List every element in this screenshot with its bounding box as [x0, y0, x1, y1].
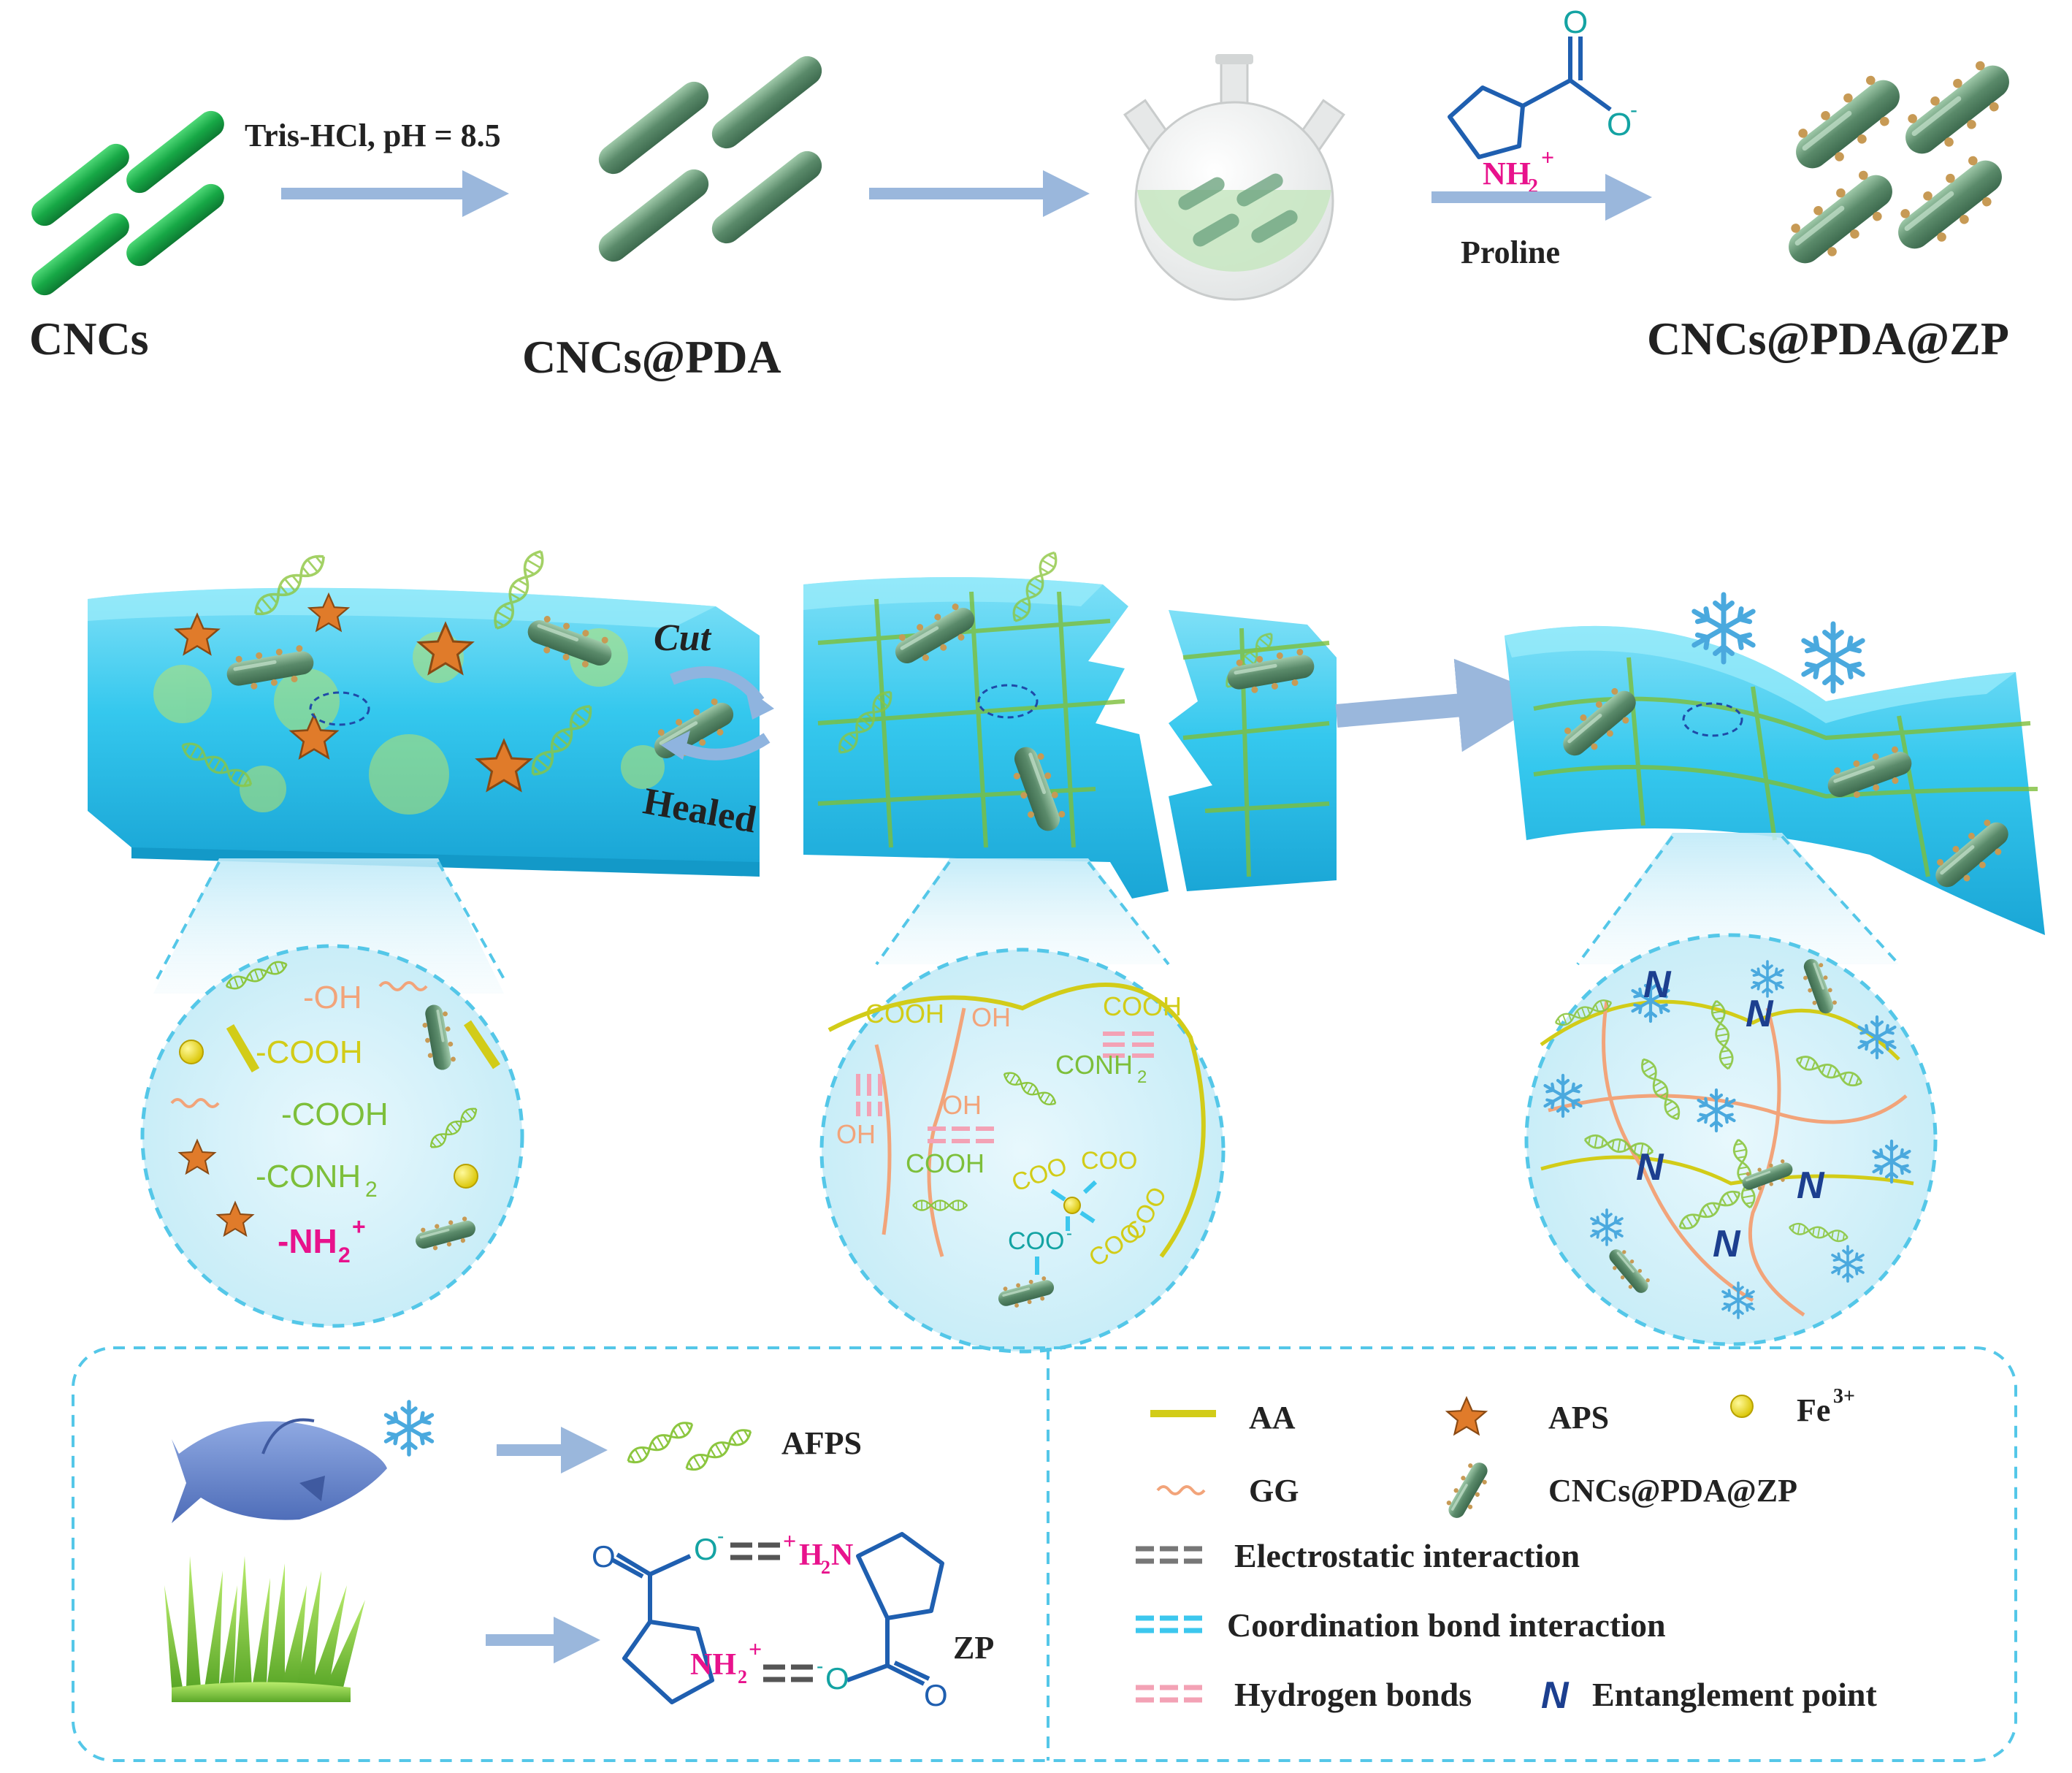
c2-minus: - [1066, 1224, 1072, 1243]
zoom-cone-1 [153, 858, 504, 994]
c2-coo-e: COO [1008, 1227, 1064, 1255]
arrow-antifreeze [1335, 658, 1551, 752]
zp-o4: O [924, 1678, 948, 1712]
cycle-arrowhead-left [661, 731, 690, 760]
cncs-pda-label: CNCs@PDA [522, 331, 781, 383]
c1-nh2: -NH [278, 1222, 337, 1260]
c2-oh2: OH [942, 1090, 982, 1120]
proline-o-minus: O [1607, 107, 1632, 142]
legend-aps-swatch [1446, 1397, 1487, 1435]
cncs-label: CNCs [29, 313, 149, 365]
legend-fe-swatch [1730, 1395, 1754, 1418]
three-neck-flask [1123, 54, 1345, 301]
cncs-pda-zp-label: CNCs@PDA@ZP [1647, 313, 2009, 365]
legend-cnc-swatch [1442, 1457, 1494, 1523]
legend-box [72, 1346, 2017, 1762]
c2-coo-b: COO [1081, 1147, 1137, 1175]
c2-cooh2: COOH [1103, 991, 1182, 1021]
c2-oh1: OH [971, 1002, 1011, 1032]
proline-o-top: O [1563, 4, 1588, 40]
legend-zp: ZP [953, 1630, 994, 1666]
c3-entangle-3: N [1636, 1146, 1664, 1189]
c1-cooh-yellow: -COOH [256, 1034, 363, 1070]
cycle-arrowhead-right [745, 687, 774, 720]
legend-hydrogen: Hydrogen bonds [1234, 1676, 1472, 1713]
legend-gg: GG [1249, 1473, 1299, 1509]
afps-icon [624, 1417, 755, 1476]
grass-icon [164, 1556, 365, 1702]
proline-o-minus-sup: - [1630, 98, 1637, 122]
zp-o-minus: O [694, 1532, 718, 1566]
cncs-pda-rods [598, 56, 822, 262]
c2-conh2: CONH [1055, 1050, 1133, 1080]
c1-nh2-sup: + [352, 1213, 366, 1240]
fish-icon [172, 1418, 387, 1523]
zp-o1: O [592, 1539, 616, 1574]
zp-h2-sub: 2 [821, 1557, 830, 1578]
zp-nh2-sub: 2 [738, 1666, 747, 1688]
c3-entangle-4: N [1797, 1164, 1825, 1207]
legend-cncs-pda-zp: CNCs@PDA@ZP [1548, 1473, 1797, 1509]
legend-coordination: Coordination bond interaction [1227, 1606, 1666, 1644]
legend-entanglement: Entanglement point [1592, 1676, 1877, 1713]
legend-electrostatic: Electrostatic interaction [1234, 1537, 1580, 1574]
c2-oh3: OH [836, 1119, 876, 1149]
proline-label: Proline [1461, 235, 1560, 270]
legend-aps: APS [1548, 1400, 1609, 1435]
zp-o2: O [825, 1661, 849, 1696]
hydrogel-block-original [88, 546, 760, 877]
zoom-circle-interactions: COOH OH COOH CONH 2 OH OH COOH COO COO C… [819, 947, 1226, 1354]
snowflake-icon [386, 1402, 432, 1454]
legend-hydrogen-swatch [1136, 1685, 1202, 1703]
legend-aa: AA [1249, 1400, 1296, 1435]
zp-nh2: NH [690, 1648, 736, 1682]
legend-entangle-swatch: N [1541, 1674, 1570, 1717]
proline-structure: O O - NH 2 + [1448, 4, 1637, 198]
legend-coordination-swatch [1136, 1615, 1202, 1633]
hydrogel-block-cut [803, 548, 1337, 899]
c2-cooh3: COOH [906, 1148, 985, 1178]
c1-oh: -OH [303, 980, 362, 1015]
c1-nh2-sub: 2 [338, 1243, 351, 1267]
legend-fe: Fe [1797, 1392, 1830, 1428]
legend-afps: AFPS [781, 1425, 862, 1461]
zoom-cone-3 [1578, 833, 1899, 964]
zoom-circle-components: -OH -COOH -COOH -CONH 2 -NH 2 + [140, 944, 524, 1328]
proline-nh2: NH [1483, 156, 1531, 191]
zp-nh2-plus: + [749, 1636, 762, 1662]
cncs-pda-zp-rods [1776, 52, 2022, 277]
zoom-cone-2 [876, 858, 1169, 964]
zp-o-minus-sup: - [717, 1525, 724, 1547]
cncs-rods [31, 110, 224, 296]
zp-minus2: - [817, 1655, 823, 1677]
legend-gg-swatch [1156, 1485, 1206, 1495]
c1-conh2-sub: 2 [365, 1178, 378, 1202]
c3-entangle-5: N [1713, 1223, 1741, 1265]
c3-entangle-1: N [1643, 964, 1672, 1006]
legend-fe-sup: 3+ [1833, 1385, 1855, 1408]
legend-electrostatic-swatch [1136, 1546, 1202, 1564]
c1-conh2: -CONH [256, 1159, 361, 1194]
proline-nh2-sup: + [1541, 144, 1554, 170]
zp-n: N [831, 1538, 853, 1572]
zp-h: H [799, 1538, 823, 1572]
zoom-circle-network: N N N N N [1524, 933, 1938, 1346]
step1-label: Tris-HCl, pH = 8.5 [245, 118, 501, 153]
c3-entangle-2: N [1746, 993, 1774, 1035]
zp-plus: + [783, 1528, 796, 1554]
c2-cooh1: COOH [865, 999, 944, 1029]
c2-conh2-sub: 2 [1137, 1067, 1147, 1087]
c1-cooh-green: -COOH [281, 1097, 389, 1132]
cut-label: Cut [654, 617, 712, 659]
hydrogel-block-twisted [1505, 595, 2045, 935]
zp-structure: O O - + H 2 N NH 2 + - O O [592, 1525, 948, 1712]
